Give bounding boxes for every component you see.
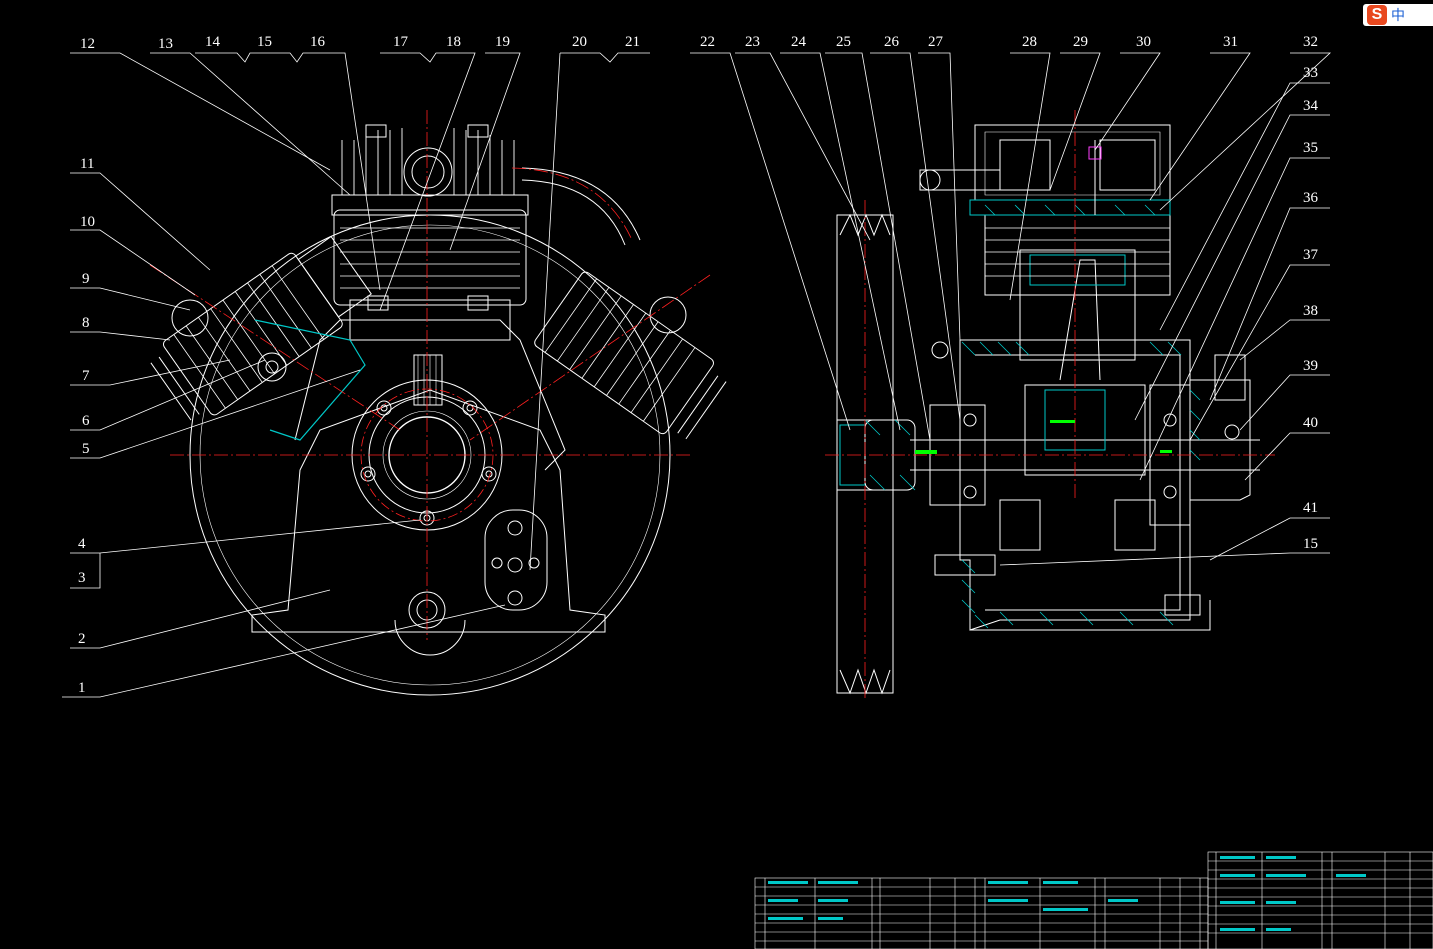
balloon-7: 7: [82, 368, 90, 384]
balloon-13: 13: [158, 36, 173, 52]
balloon-16: 16: [310, 34, 326, 50]
balloon-2: 2: [78, 631, 86, 647]
balloon-33: 33: [1303, 65, 1318, 81]
balloon-numbers: 12 13 14 15 16 17 18 19 20 21 11 10 9 8 …: [78, 34, 1319, 696]
balloon-38: 38: [1303, 303, 1318, 319]
balloon-3: 3: [78, 570, 86, 586]
balloon-15: 15: [257, 34, 272, 50]
parts-list-table: [754, 851, 1433, 949]
leader-lines: [62, 52, 1332, 698]
balloon-15b: 15: [1303, 536, 1318, 552]
balloon-5: 5: [82, 441, 90, 457]
section-view: [836, 124, 1260, 695]
balloon-31: 31: [1223, 34, 1238, 50]
balloon-37: 37: [1303, 247, 1319, 263]
balloon-29: 29: [1073, 34, 1088, 50]
balloon-25: 25: [836, 34, 851, 50]
balloon-21: 21: [625, 34, 640, 50]
balloon-23: 23: [745, 34, 760, 50]
balloon-19: 19: [495, 34, 510, 50]
section-hatch: [864, 204, 1201, 629]
balloon-27: 27: [928, 34, 944, 50]
dimension-marks: [915, 420, 1172, 454]
ime-mode-label[interactable]: 中: [1391, 8, 1405, 24]
balloon-17: 17: [393, 34, 409, 50]
parts-list-cells: [768, 856, 1366, 931]
balloon-24: 24: [791, 34, 807, 50]
balloon-8: 8: [82, 315, 90, 331]
balloon-4: 4: [78, 536, 86, 552]
ime-toolbar[interactable]: S 中: [1363, 4, 1433, 26]
balloon-6: 6: [82, 413, 90, 429]
balloon-11: 11: [80, 156, 94, 172]
balloon-34: 34: [1303, 98, 1319, 114]
balloon-30: 30: [1136, 34, 1151, 50]
balloon-9: 9: [82, 271, 90, 287]
balloon-22: 22: [700, 34, 715, 50]
balloon-26: 26: [884, 34, 900, 50]
front-view: [150, 124, 727, 696]
balloon-40: 40: [1303, 415, 1318, 431]
balloon-41: 41: [1303, 500, 1318, 516]
sogou-logo-icon[interactable]: S: [1367, 5, 1387, 25]
balloon-18: 18: [446, 34, 461, 50]
balloon-1: 1: [78, 680, 86, 696]
balloon-12: 12: [80, 36, 95, 52]
balloon-39: 39: [1303, 358, 1318, 374]
balloon-35: 35: [1303, 140, 1318, 156]
balloon-20: 20: [572, 34, 587, 50]
section-centerlines: [825, 110, 1275, 700]
balloon-10: 10: [80, 214, 95, 230]
balloon-36: 36: [1303, 190, 1319, 206]
balloon-28: 28: [1022, 34, 1037, 50]
balloon-14: 14: [205, 34, 221, 50]
balloon-32: 32: [1303, 34, 1318, 50]
